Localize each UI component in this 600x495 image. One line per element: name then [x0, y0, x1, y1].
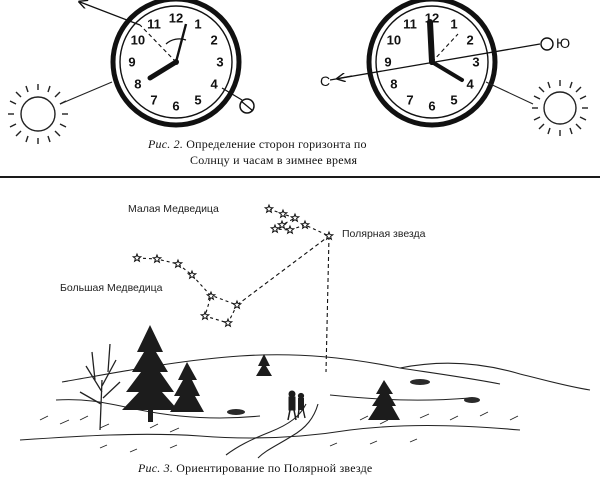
star-icon: [277, 208, 289, 219]
left-numeral-8: 8: [134, 77, 141, 92]
bushes: [227, 379, 480, 415]
direction-arrow-left: [80, 2, 141, 26]
big-dipper-label: Большая Медведица: [60, 282, 163, 294]
right-numeral-8: 8: [390, 77, 397, 92]
right-numeral-2: 2: [466, 33, 473, 48]
left-numeral-12: 12: [169, 11, 183, 26]
north-arrow: [338, 76, 353, 79]
star-icon: [186, 269, 198, 280]
south-line-left: [221, 87, 243, 101]
star-icon: [222, 317, 234, 328]
right-numeral-7: 7: [406, 93, 413, 108]
sun-ray-line-left: [59, 81, 113, 105]
star-icon: [151, 253, 163, 264]
left-numeral-5: 5: [194, 93, 201, 108]
left-numeral-10: 10: [131, 33, 145, 48]
star-icon: [299, 219, 311, 230]
spruce-tree-small: [170, 354, 400, 420]
figure2-caption-line1: Рис. 2. Определение сторон горизонта по: [148, 137, 367, 152]
star-markers: [131, 203, 335, 328]
little-dipper-constellation: [268, 208, 330, 237]
left-numeral-9: 9: [128, 55, 135, 70]
star-icon: [284, 224, 296, 235]
right-numeral-10: 10: [387, 33, 401, 48]
left-numeral-4: 4: [210, 77, 218, 92]
right-numeral-5: 5: [450, 93, 457, 108]
sun-icon-right: [532, 80, 588, 136]
north-south-line: [329, 43, 541, 81]
left-numeral-2: 2: [210, 33, 217, 48]
right-numeral-9: 9: [384, 55, 391, 70]
pointer-line-to-polaris: [236, 235, 330, 306]
right-numeral-11: 11: [403, 16, 417, 31]
star-icon: [289, 212, 301, 223]
little-dipper-label: Малая Медведица: [128, 203, 219, 215]
left-numeral-7: 7: [150, 93, 157, 108]
left-numeral-11: 11: [147, 16, 161, 31]
left-numeral-6: 6: [172, 99, 179, 114]
big-dipper-constellation: [136, 257, 238, 324]
sun-icon-left: [8, 84, 68, 144]
star-icon: [231, 299, 243, 310]
polaris-label: Полярная звезда: [342, 228, 426, 240]
polaris-star-icon: [323, 230, 335, 241]
star-icon: [276, 219, 288, 230]
right-numeral-4: 4: [466, 77, 474, 92]
travellers: [287, 390, 306, 421]
figure3-caption-text: Ориентирование по Полярной звезде: [176, 461, 373, 475]
star-icon: [263, 203, 275, 214]
star-icon: [172, 258, 184, 269]
south-letter-right: Ю: [556, 35, 570, 51]
right-numeral-1: 1: [450, 16, 457, 31]
figure2-caption-line2: Солнцу и часам в зимнее время: [190, 153, 358, 167]
star-icon: [205, 290, 217, 301]
star-icon: [199, 310, 211, 321]
bare-tree: [79, 343, 121, 431]
section-divider: [0, 176, 600, 178]
right-numeral-3: 3: [472, 55, 479, 70]
landscape-illustration: [19, 354, 591, 459]
figure2-caption-text1: Определение сторон горизонта по: [186, 137, 367, 151]
south-symbol-right: [540, 37, 554, 51]
star-icon: [131, 252, 143, 263]
figure2-label: Рис. 2.: [148, 137, 184, 151]
sun-ray-line-right: [485, 81, 534, 105]
figure3-label: Рис. 3.: [138, 461, 174, 475]
south-marker-left: [239, 98, 255, 114]
left-numeral-1: 1: [194, 16, 201, 31]
polaris-vertical-line: [325, 235, 330, 373]
spruce-tree-large: [122, 325, 178, 422]
star-icon: [269, 223, 281, 234]
left-numeral-3: 3: [216, 55, 223, 70]
north-letter-right: С: [320, 73, 330, 89]
right-numeral-6: 6: [428, 99, 435, 114]
figure3-caption: Рис. 3. Ориентирование по Полярной звезд…: [138, 461, 372, 476]
